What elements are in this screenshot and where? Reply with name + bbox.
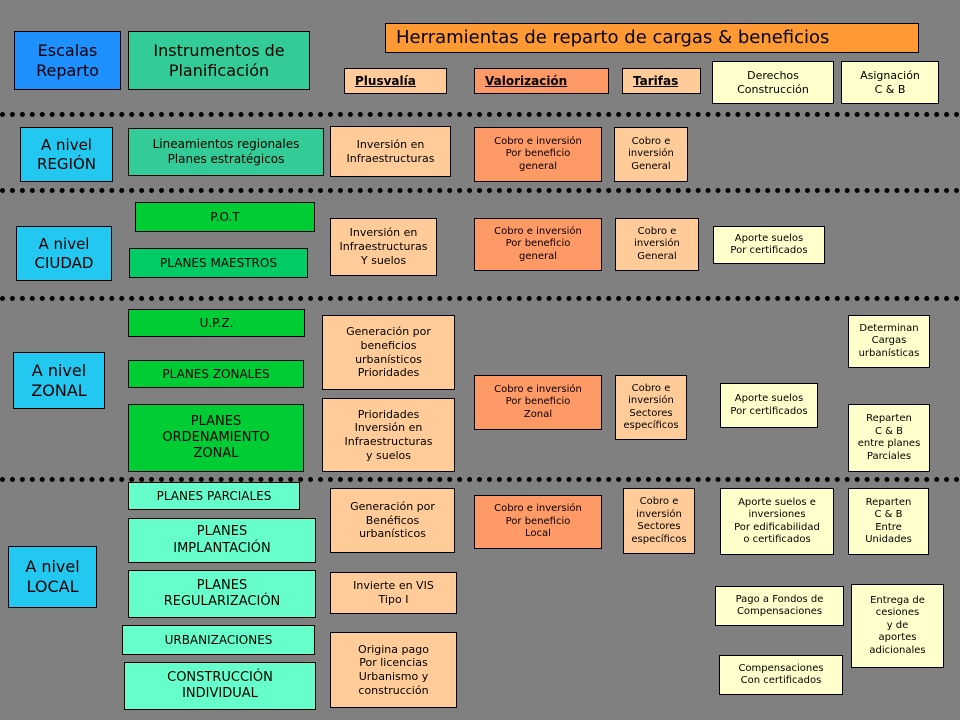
instrument-planes-ordenamiento: PLANES ORDENAMIENTO ZONAL — [128, 404, 304, 472]
zonal-asignacion-reparten: Reparten C & B entre planes Parciales — [848, 404, 930, 472]
local-asignacion-reparten: Reparten C & B Entre Unidades — [848, 488, 929, 555]
instrument-lineamientos: Lineamientos regionales Planes estratégi… — [128, 128, 324, 176]
instrument-construccion-individual: CONSTRUCCIÓN INDIVIDUAL — [124, 662, 316, 710]
ciudad-valorizacion: Cobro e inversión Por beneficio general — [474, 218, 602, 271]
instrument-planes-maestros: PLANES MAESTROS — [129, 248, 308, 278]
local-tarifas: Cobro e inversión Sectores específicos — [623, 488, 695, 554]
region-valorizacion: Cobro e inversión Por beneficio general — [474, 127, 602, 182]
instruments-header: Instrumentos de Planificación — [128, 31, 310, 90]
instrument-planes-zonales: PLANES ZONALES — [128, 360, 304, 388]
local-derechos-fondos: Pago a Fondos de Compensaciones — [715, 586, 844, 626]
row-divider — [0, 112, 960, 117]
page-title: Herramientas de reparto de cargas & bene… — [385, 23, 919, 53]
local-plusvalia-licencias: Origina pago Por licencias Urbanismo y c… — [330, 632, 457, 708]
zonal-derechos: Aporte suelos Por certificados — [720, 383, 818, 428]
instrument-pot: P.O.T — [135, 202, 315, 232]
zonal-plusvalia-prioridades: Prioridades Inversión en Infraestructura… — [322, 398, 455, 472]
row-divider — [0, 296, 960, 301]
instrument-planes-parciales: PLANES PARCIALES — [128, 482, 300, 510]
level-ciudad: A nivel CIUDAD — [16, 226, 112, 281]
zonal-plusvalia-generacion: Generación por beneficios urbanísticos P… — [322, 315, 455, 390]
local-valorizacion: Cobro e inversión Por beneficio Local — [474, 495, 602, 549]
zonal-asignacion-cargas: Determinan Cargas urbanísticas — [848, 315, 930, 368]
instrument-urbanizaciones: URBANIZACIONES — [122, 625, 315, 655]
col-header-asignacion: Asignación C & B — [841, 61, 939, 104]
col-header-plusvalia: Plusvalía — [344, 68, 447, 94]
ciudad-tarifas: Cobro e inversión General — [615, 218, 699, 271]
col-header-derechos: Derechos Construcción — [712, 61, 834, 104]
local-plusvalia-generacion: Generación por Benéficos urbanísticos — [330, 488, 455, 553]
scales-header: Escalas Reparto — [14, 31, 121, 90]
row-divider — [0, 477, 960, 482]
col-header-tarifas: Tarifas — [622, 68, 701, 94]
instrument-planes-implantacion: PLANES IMPLANTACIÓN — [128, 518, 316, 563]
level-zonal: A nivel ZONAL — [13, 352, 105, 409]
level-region: A nivel REGIÓN — [20, 127, 113, 182]
zonal-tarifas: Cobro e inversión Sectores específicos — [615, 375, 687, 440]
local-asignacion-cesiones: Entrega de cesiones y de aportes adicion… — [851, 584, 944, 668]
ciudad-plusvalia: Inversión en Infraestructuras Y suelos — [330, 218, 437, 276]
region-tarifas: Cobro e inversión General — [614, 127, 688, 182]
level-local: A nivel LOCAL — [8, 546, 97, 608]
instrument-planes-regularizacion: PLANES REGULARIZACIÓN — [128, 570, 316, 618]
region-plusvalia: Inversión en Infraestructuras — [330, 126, 451, 177]
local-derechos-aporte: Aporte suelos e inversiones Por edificab… — [720, 488, 834, 555]
ciudad-derechos: Aporte suelos Por certificados — [713, 226, 825, 264]
local-derechos-compensaciones: Compensaciones Con certificados — [719, 655, 843, 695]
instrument-upz: U.P.Z. — [128, 309, 305, 337]
row-divider — [0, 188, 960, 193]
local-plusvalia-vis: Invierte en VIS Tipo I — [330, 572, 457, 614]
col-header-valorizacion: Valorización — [474, 68, 609, 94]
zonal-valorizacion: Cobro e inversión Por beneficio Zonal — [474, 375, 602, 430]
